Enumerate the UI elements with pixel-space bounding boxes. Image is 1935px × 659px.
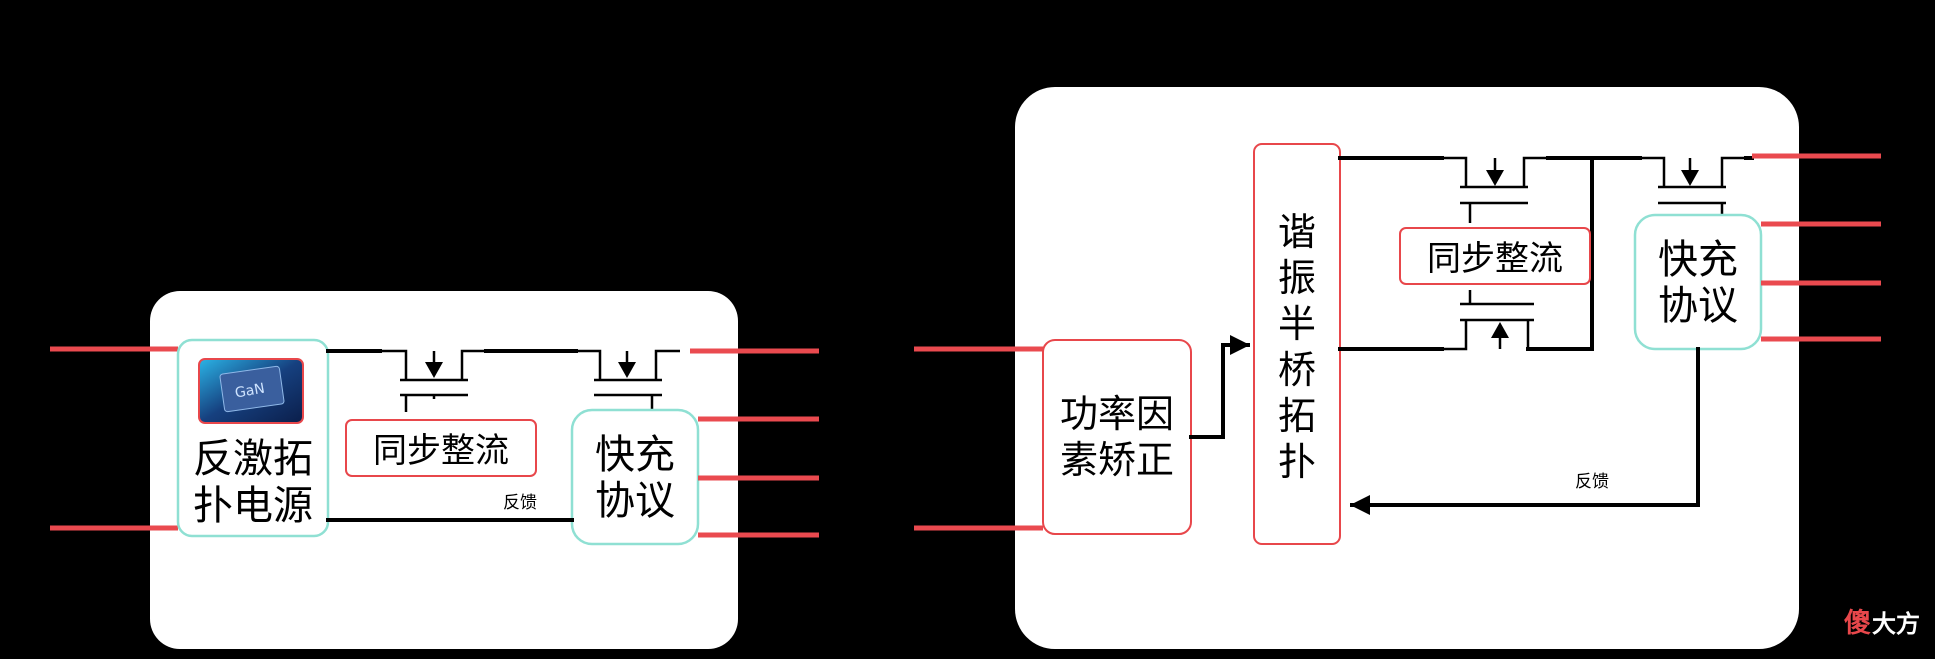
right-feedback-wire (1350, 347, 1700, 515)
flyback-block-label: 反激拓扑电源 (193, 436, 313, 529)
watermark-part2: 大方 (1872, 610, 1920, 638)
gan-chip-icon: GaN (198, 358, 304, 424)
text-line: 快充 (595, 432, 675, 478)
right-bottom-wire-2 (1526, 158, 1594, 351)
text-line: 快充 (1658, 237, 1738, 283)
pfc-block (1042, 339, 1192, 535)
right-sync-rect-label: 同步整流 (1427, 239, 1563, 279)
right-panel (1015, 87, 1799, 649)
text-line: 功率因 (1060, 392, 1174, 436)
text-line: 反激拓 (193, 436, 313, 482)
watermark-logo: 傻 大方 (1844, 608, 1920, 639)
text-line: 扑电源 (193, 483, 313, 529)
right-mosfet-output-icon (1640, 156, 1746, 215)
left-sync-rect-box (345, 419, 537, 477)
right-feedback-label: 反馈 (1575, 472, 1609, 492)
text-line: 谐 (1278, 210, 1316, 254)
left-sync-rect-label: 同步整流 (373, 431, 509, 471)
chip-label: GaN (234, 381, 266, 402)
watermark-part1: 傻 (1844, 608, 1871, 639)
left-mosfet-1-icon (380, 349, 486, 412)
right-sync-rect-box (1399, 227, 1591, 285)
right-mosfet-bottom-icon (1442, 290, 1534, 351)
text-line: 拓 (1278, 394, 1316, 438)
text-line: 桥 (1278, 348, 1316, 392)
llc-block-label: 谐振半桥拓扑 (1278, 210, 1316, 484)
pfc-block-label: 功率因素矫正 (1060, 392, 1174, 482)
left-diagram: GaN 反激拓扑电源 同步整流 (50, 291, 819, 649)
text-line: 协议 (595, 478, 675, 524)
text-line: 振 (1278, 256, 1316, 300)
llc-block (1253, 143, 1341, 545)
right-fast-charge-label: 快充协议 (1658, 237, 1738, 329)
text-line: 素矫正 (1060, 438, 1174, 482)
pfc-to-llc-arrow (1189, 335, 1250, 439)
text-line: 协议 (1658, 283, 1738, 329)
right-diagram: 功率因素矫正 谐振半桥拓扑 (914, 87, 1881, 649)
left-fast-charge-label: 快充协议 (595, 432, 675, 524)
right-mosfet-top-icon (1442, 156, 1548, 223)
text-line: 扑 (1278, 440, 1316, 484)
left-mosfet-2-icon (576, 349, 680, 413)
text-line: 半 (1278, 302, 1316, 346)
left-feedback-label: 反馈 (503, 493, 537, 513)
